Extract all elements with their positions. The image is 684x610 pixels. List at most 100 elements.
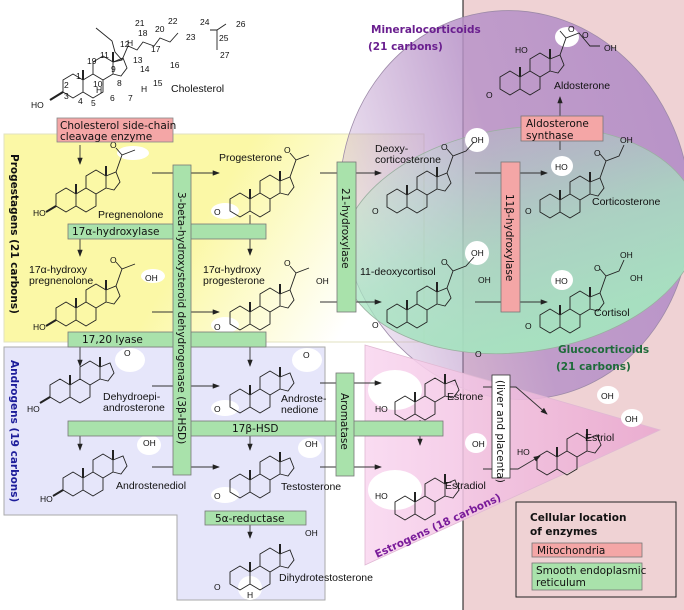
svg-text:OH: OH bbox=[604, 43, 617, 53]
corticosterone-structure: O OH HO O bbox=[525, 135, 633, 219]
svg-text:OH: OH bbox=[620, 250, 633, 260]
enzyme-17b-hsd: 17β-HSD bbox=[67, 420, 444, 437]
svg-text:OH: OH bbox=[305, 439, 318, 449]
svg-text:synthase: synthase bbox=[526, 130, 573, 142]
svg-text:OH: OH bbox=[620, 135, 633, 145]
svg-text:OH: OH bbox=[630, 273, 643, 283]
hydroxypregnenolone-structure: O OH HO bbox=[33, 255, 158, 332]
svg-text:OH: OH bbox=[471, 248, 484, 258]
svg-text:O: O bbox=[214, 322, 221, 332]
corticosterone-label: Corticosterone bbox=[592, 196, 660, 208]
svg-text:O: O bbox=[594, 148, 601, 158]
svg-text:H: H bbox=[127, 38, 133, 48]
svg-text:HO: HO bbox=[33, 322, 46, 332]
svg-text:H: H bbox=[141, 84, 147, 94]
pregnenolone-label: Pregnenolone bbox=[98, 209, 164, 221]
svg-text:H: H bbox=[247, 590, 253, 600]
dhea-label-2: androsterone bbox=[103, 402, 165, 414]
enzyme-scc: Cholesterol side-chain cleavage enzyme bbox=[56, 117, 176, 143]
svg-text:OH: OH bbox=[143, 438, 156, 448]
svg-text:OH: OH bbox=[625, 414, 638, 424]
svg-text:O: O bbox=[525, 206, 532, 216]
testosterone-structure: OH O bbox=[214, 439, 318, 501]
svg-text:12: 12 bbox=[120, 39, 130, 49]
progestagens-label: Progestagens (21 carbons) bbox=[8, 154, 20, 314]
svg-text:17: 17 bbox=[151, 44, 161, 54]
estradiol-label: Estradiol bbox=[445, 480, 486, 492]
aldosterone-label: Aldosterone bbox=[554, 80, 610, 92]
dhea-structure: O HO bbox=[27, 348, 131, 414]
svg-text:19: 19 bbox=[87, 56, 97, 66]
dht-structure: OH O H bbox=[214, 528, 318, 600]
svg-text:O: O bbox=[594, 263, 601, 273]
svg-text:O: O bbox=[582, 30, 589, 40]
dhea-label-1: Dehydroepi- bbox=[103, 391, 161, 403]
androstenediol-label: Androstenediol bbox=[116, 480, 186, 492]
svg-text:27: 27 bbox=[220, 50, 230, 60]
svg-text:O: O bbox=[284, 145, 291, 155]
svg-text:HO: HO bbox=[555, 162, 568, 172]
testosterone-label: Testosterone bbox=[281, 481, 341, 493]
liver-placenta-note: (liver and placenta) bbox=[491, 374, 511, 483]
svg-text:11: 11 bbox=[100, 50, 109, 60]
mineralocorticoids-label-2: (21 carbons) bbox=[368, 41, 443, 53]
cortisol-structure: O OH OH HO O bbox=[525, 250, 643, 334]
svg-text:O: O bbox=[214, 582, 221, 592]
svg-text:15: 15 bbox=[153, 78, 163, 88]
legend-mitochondria-label: Mitochondria bbox=[537, 545, 605, 557]
svg-text:HO: HO bbox=[33, 208, 46, 218]
svg-text:23: 23 bbox=[186, 32, 196, 42]
svg-text:OH: OH bbox=[145, 273, 158, 283]
legend-ser-swatch bbox=[531, 562, 643, 591]
glucocorticoids-label-1: Glucocorticoids bbox=[558, 344, 649, 356]
deoxycorticosterone-label-2: corticosterone bbox=[375, 154, 441, 166]
svg-text:21-hydroxylase: 21-hydroxylase bbox=[339, 188, 351, 269]
svg-text:13: 13 bbox=[133, 55, 143, 65]
svg-text:O: O bbox=[214, 404, 221, 414]
androstenedione-label-1: Androste- bbox=[281, 393, 327, 405]
svg-text:11β-hydroxylase: 11β-hydroxylase bbox=[503, 194, 515, 281]
svg-text:OH: OH bbox=[601, 391, 614, 401]
svg-text:HO: HO bbox=[375, 491, 388, 501]
deoxycortisol-structure: O OH OH O bbox=[372, 248, 491, 330]
svg-text:18: 18 bbox=[138, 28, 148, 38]
svg-text:6: 6 bbox=[110, 93, 115, 103]
glucocorticoids-label-2: (21 carbons) bbox=[556, 361, 631, 373]
svg-text:HO: HO bbox=[375, 404, 388, 414]
svg-text:O: O bbox=[525, 321, 532, 331]
svg-text:cleavage enzyme: cleavage enzyme bbox=[60, 131, 152, 143]
estriol-label: Estriol bbox=[585, 432, 614, 444]
hydroxypregnenolone-label-1: 17α-hydroxy bbox=[29, 264, 88, 276]
svg-text:O: O bbox=[214, 207, 221, 217]
svg-text:3-beta-hydroxysteroid dehydrog: 3-beta-hydroxysteroid dehydrogenase (3β-… bbox=[175, 192, 187, 444]
deoxycorticosterone-label-1: Deoxy- bbox=[375, 143, 409, 155]
hydroxyprogesterone-label-2: progesterone bbox=[203, 275, 265, 287]
svg-text:24: 24 bbox=[200, 17, 210, 27]
svg-text:Cholesterol side-chain: Cholesterol side-chain bbox=[60, 120, 176, 132]
functional-group-highlights bbox=[115, 27, 643, 600]
hydroxyprogesterone-label-1: 17α-hydroxy bbox=[203, 264, 262, 276]
enzyme-11b-hydroxylase: 11β-hydroxylase bbox=[500, 161, 521, 313]
svg-text:17β-HSD: 17β-HSD bbox=[232, 423, 279, 435]
svg-text:HO: HO bbox=[31, 100, 44, 110]
legend-ser-label-1: Smooth endoplasmic bbox=[536, 565, 647, 577]
svg-text:7: 7 bbox=[128, 93, 133, 103]
androstenediol-structure: OH HO bbox=[40, 438, 156, 504]
svg-text:OH: OH bbox=[471, 135, 484, 145]
pregnenolone-structure: O HO bbox=[33, 140, 136, 218]
svg-text:5α-reductase: 5α-reductase bbox=[215, 513, 285, 525]
svg-text:O: O bbox=[568, 24, 575, 34]
enzyme-21-hydroxylase: 21-hydroxylase bbox=[336, 161, 357, 313]
svg-text:O: O bbox=[372, 206, 379, 216]
legend-ser-label-2: reticulum bbox=[536, 577, 586, 589]
enzyme-1720-lyase: 17,20 lyase bbox=[67, 331, 267, 348]
cholesterol-label: Cholesterol bbox=[171, 83, 224, 95]
androgens-label: Androgens (19 carbons) bbox=[8, 360, 20, 502]
hydroxyprogesterone-structure: O OH O bbox=[214, 258, 329, 332]
svg-text:HO: HO bbox=[517, 447, 530, 457]
legend-title-1: Cellular location bbox=[530, 512, 626, 524]
svg-text:O: O bbox=[303, 350, 310, 360]
hydroxypregnenolone-label-2: pregnenolone bbox=[29, 275, 93, 287]
svg-text:17,20 lyase: 17,20 lyase bbox=[82, 334, 143, 346]
aldosterone-structure: O O OH HO O bbox=[486, 24, 617, 100]
